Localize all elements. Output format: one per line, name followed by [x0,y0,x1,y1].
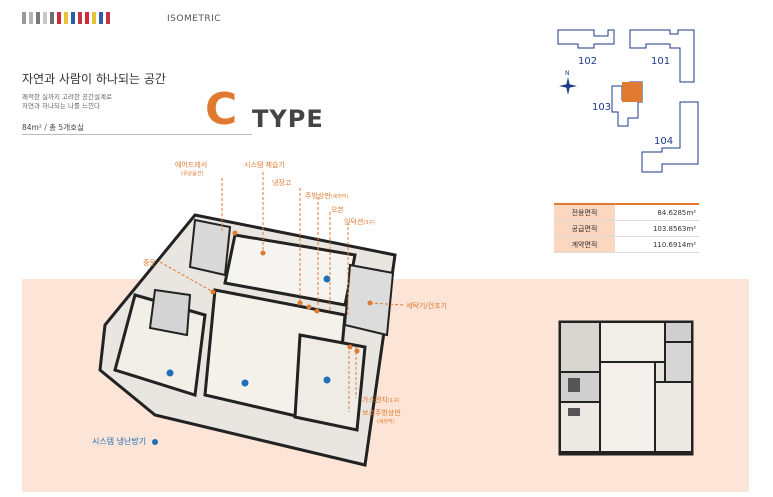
spec-value: 110.6914m² [615,236,699,253]
callout-kitchen-cabinet: 주방상판(세라믹) [305,191,348,201]
type-letter: C [205,84,238,135]
stripe-block [78,12,82,24]
plan-room [599,361,656,453]
system-ac-dot [166,369,174,377]
stripe-block [85,12,89,24]
building-label-104: 104 [654,136,673,147]
floor-plan-2d [558,320,694,456]
stripe-block [99,12,103,24]
building-101-outline [629,29,695,83]
callout-gas-range: 가스렌지(1구) [362,395,399,405]
system-ac-dot [241,379,249,387]
callout-aux-kitchen-sub: (세라믹) [377,419,395,425]
spec-value: 84.6285m² [615,203,699,221]
callout-dot [314,308,320,314]
spec-row: 공급면적 103.8563m² [554,220,699,237]
room-bath-top [188,218,232,277]
plan-room [664,341,693,383]
room-utility [343,263,395,337]
plan-room [654,381,693,453]
stripe-block [64,12,68,24]
building-label-103: 103 [592,102,611,113]
spec-label: 공급면적 [554,220,615,237]
stripe-block [92,12,96,24]
callout-induction: 인덕션(3구) [344,217,375,227]
callout-dot [297,300,303,306]
plan-fixture [568,378,580,392]
legend-system-ac: 시스템 냉난방기 [92,436,159,447]
plan-fixture [568,408,580,416]
callout-text: 에어드레서 [175,161,208,169]
stripe-block [29,12,33,24]
headline: 자연과 사람이 하나되는 공간 [22,72,166,86]
building-104-outline [641,101,699,173]
spec-row: 전용면적 84.6285m² [554,203,699,221]
description: 쾌적한 실까지 고려한 공간설계로 자연과 하나되는 나를 느낀다 [22,93,222,111]
spec-label: 전용면적 [554,203,615,221]
callout-washer-dryer: 세탁기/건조기 [406,302,447,310]
stripe-block [57,12,61,24]
stripe-block [36,12,40,24]
building-102-outline [557,29,615,49]
callout-oven: 오븐 [331,206,344,214]
stripe-block [50,12,54,24]
header-color-stripes [22,12,110,24]
building-label-102: 102 [578,56,597,67]
plan-room [559,321,601,373]
building-103-highlight [622,82,642,102]
spec-row: 계약면적 110.6914m² [554,236,699,253]
type-word: TYPE [252,105,324,133]
callout-dot [306,304,312,310]
description-line-1: 쾌적한 실까지 고려한 공간설계로 [22,93,112,101]
room-bath-left [148,288,192,337]
callout-text: 인덕션 [344,218,364,226]
compass-icon: N [559,70,577,95]
callout-dot [367,300,373,306]
callout-air-dresser: 에어드레서 [175,160,207,170]
callout-entrance-door: 중문 [143,259,156,267]
room-kitchen [223,233,357,307]
description-line-2: 자연과 하나되는 나를 느낀다 [22,102,100,110]
stripe-block [22,12,26,24]
system-ac-dot [323,376,331,384]
callout-dot [232,230,238,236]
callout-fridge: 냉장고 [272,179,292,187]
plan-room [599,321,666,363]
area-spec-table: 전용면적 84.6285m² 공급면적 103.8563m² 계약면적 110.… [554,203,699,253]
callout-text: 가스렌지 [362,396,388,404]
callout-dot [347,344,353,350]
area-summary: 84m² / 총 5개호실 [22,123,84,132]
callout-subtext: (3구) [363,220,376,226]
compass-label: N [565,70,570,77]
isometric-floor-plan [98,213,397,467]
system-ac-dot [323,275,331,283]
spec-value: 103.8563m² [615,220,699,237]
spec-label: 계약면적 [554,236,615,253]
building-label-101: 101 [651,56,670,67]
site-map: N 102 101 103 104 [557,29,699,173]
stripe-block [71,12,75,24]
legend-label: 시스템 냉난방기 [92,437,147,446]
isometric-label: ISOMETRIC [167,14,222,24]
callout-subtext: (세라믹) [330,194,349,200]
plan-room [664,321,693,343]
stripe-block [43,12,47,24]
callout-text: 주방상판 [305,192,331,200]
callout-subtext: (1구) [387,398,400,404]
legend-dot-icon [152,438,159,445]
divider [22,134,252,135]
room-bedroom-right [293,333,367,432]
callout-aux-kitchen: 보조주방상판 [362,409,401,417]
callout-system-dehumidifier: 시스템 제습기 [244,161,285,169]
stripe-block [106,12,110,24]
callout-air-dresser-sub: (유상옵션) [181,171,204,177]
